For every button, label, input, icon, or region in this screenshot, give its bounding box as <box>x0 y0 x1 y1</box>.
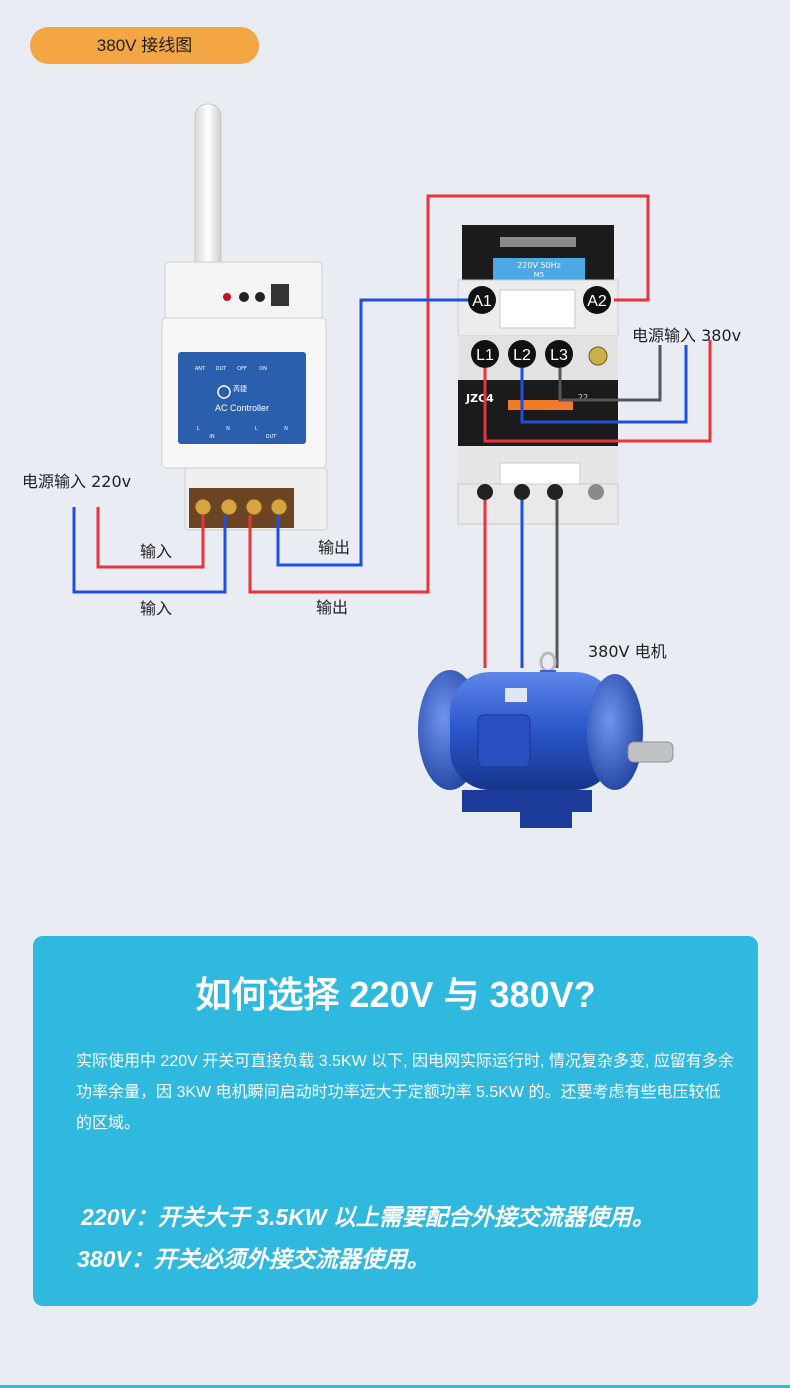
terminal-badge-l2 <box>508 340 536 368</box>
terminal-label: N <box>284 426 288 432</box>
red-wire-input <box>96 507 205 569</box>
rating-plate <box>493 258 585 280</box>
terminal-screw <box>194 498 212 516</box>
terminal-label: OUT <box>266 434 278 440</box>
terminal-label: N <box>226 426 230 432</box>
note-220: 220V：开关大于 3.5KW 以上需要配合外接交流器使用。 <box>81 1204 655 1230</box>
aux-label: 22 <box>578 393 588 402</box>
motor-front-cover <box>587 674 643 790</box>
controller-name: AC Controller <box>215 403 269 413</box>
info-title: 如何选择 220V 与 380V? <box>195 974 596 1015</box>
terminal-label: IN <box>209 434 214 440</box>
led-label: OUT <box>216 366 228 372</box>
label-output-1: 输出 <box>318 538 350 557</box>
contactor-model: JZC4 <box>465 392 494 405</box>
info-card: 如何选择 220V 与 380V? 实际使用中 220V 开关可直接负载 3.5… <box>33 936 758 1306</box>
motor-shaft <box>627 741 674 763</box>
terminal-badge-l3 <box>545 340 573 368</box>
bottom-divider <box>0 1385 790 1388</box>
label-power-380: 电源输入 380v <box>632 326 741 345</box>
contactor: 220V 50Hz M5 JZC4 22 <box>457 225 619 525</box>
terminal-a2-label: A2 <box>587 293 607 310</box>
led-label: OFF <box>237 366 247 372</box>
led-label: ANT <box>195 366 206 372</box>
label-power-220: 电源输入 220v <box>22 472 131 491</box>
info-body: 实际使用中 220V 开关可直接负载 3.5KW 以下, 因电网实际运行时, 情… <box>76 1053 734 1132</box>
contactor-sub: M5 <box>534 271 545 279</box>
terminal-l3-label: L3 <box>550 347 568 364</box>
label-input-1: 输入 <box>140 542 172 561</box>
motor-base <box>462 790 592 812</box>
red-wire-output <box>248 194 650 594</box>
diagram-title-badge: 380V 接线图 <box>30 27 259 64</box>
wires <box>72 194 712 668</box>
blue-wire-output <box>276 298 468 567</box>
terminal-screw <box>270 498 288 516</box>
terminal-badge-a2 <box>583 286 611 314</box>
terminal-screw <box>220 498 238 516</box>
grey-wire-power-380 <box>558 345 662 402</box>
terminal-label: L <box>197 426 200 432</box>
wiring-diagram: ANT OUT OFF ON 芮捷 AC Controller L IN N L… <box>22 103 741 828</box>
terminal-badge-a1 <box>468 286 496 314</box>
controller-face-panel <box>178 352 306 444</box>
ac-controller: ANT OUT OFF ON 芮捷 AC Controller L IN N L… <box>161 103 328 531</box>
diagram-title: 380V 接线图 <box>96 36 193 55</box>
terminal-l1-label: L1 <box>476 347 494 364</box>
red-wire-power-380 <box>483 340 712 443</box>
controller-brand: 芮捷 <box>233 384 247 393</box>
blue-wire-input <box>72 507 227 594</box>
blue-wire-power-380 <box>520 345 688 424</box>
brand-logo-icon <box>217 385 231 399</box>
label-input-2: 输入 <box>140 599 172 618</box>
terminal-badge-l1 <box>471 340 499 368</box>
terminal-screw <box>245 498 263 516</box>
motor <box>418 651 674 828</box>
terminal-l2-label: L2 <box>513 347 531 364</box>
note-380: 380V：开关必须外接交流器使用。 <box>77 1246 430 1272</box>
status-led-red <box>223 293 231 301</box>
contactor-rating: 220V 50Hz <box>517 261 561 270</box>
label-motor: 380V 电机 <box>588 642 667 661</box>
led-label: ON <box>259 366 267 372</box>
label-output-2: 输出 <box>316 598 348 617</box>
terminal-label: L <box>255 426 258 432</box>
terminal-a1-label: A1 <box>472 293 492 310</box>
